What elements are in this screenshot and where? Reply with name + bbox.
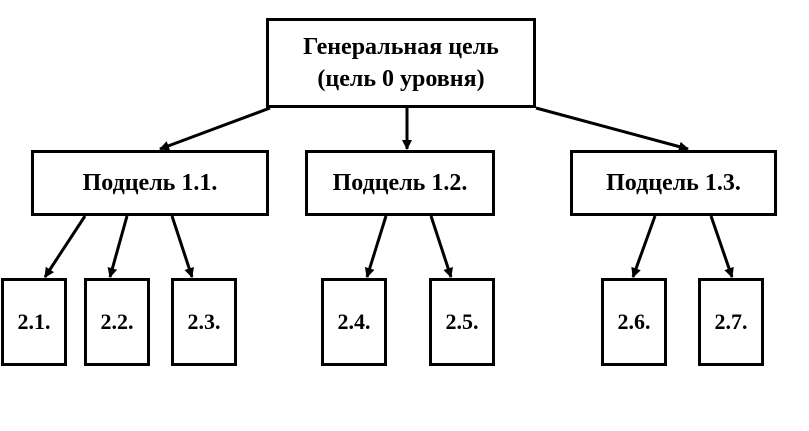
subgoal-node-1-3: Подцель 1.3. [570, 150, 777, 216]
arrow-1-3-to-2-6 [631, 215, 657, 278]
subgoal-node-1-1: Подцель 1.1. [31, 150, 269, 216]
leaf-label: 2.6. [617, 309, 651, 335]
leaf-label: 2.3. [187, 309, 221, 335]
leaf-node-2-7: 2.7. [698, 278, 764, 366]
arrow-1-1-to-2-3 [170, 215, 194, 278]
leaf-node-2-2: 2.2. [84, 278, 150, 366]
root-goal-subtitle: (цель 0 уровня) [317, 66, 485, 92]
leaf-node-2-4: 2.4. [321, 278, 387, 366]
root-goal-title: Генеральная цель [303, 33, 499, 60]
subgoal-label: Подцель 1.3. [606, 169, 741, 196]
arrow-root-to-1-1 [159, 106, 271, 151]
arrow-root-to-1-3 [535, 106, 689, 152]
arrow-1-2-to-2-4 [364, 215, 388, 278]
leaf-node-2-3: 2.3. [171, 278, 237, 366]
root-goal-node: Генеральная цель (цель 0 уровня) [266, 18, 536, 108]
arrow-1-1-to-2-1 [43, 215, 87, 278]
leaf-label: 2.1. [17, 309, 51, 335]
leaf-node-2-5: 2.5. [429, 278, 495, 366]
subgoal-label: Подцель 1.1. [82, 169, 218, 196]
leaf-node-2-1: 2.1. [1, 278, 67, 366]
arrow-1-3-to-2-7 [709, 215, 734, 278]
leaf-label: 2.4. [337, 309, 371, 335]
subgoal-node-1-2: Подцель 1.2. [305, 150, 495, 216]
arrow-1-2-to-2-5 [429, 215, 453, 278]
leaf-label: 2.2. [100, 309, 134, 335]
leaf-node-2-6: 2.6. [601, 278, 667, 366]
leaf-label: 2.5. [445, 309, 479, 335]
leaf-label: 2.7. [714, 309, 748, 335]
arrow-1-1-to-2-2 [107, 215, 129, 278]
subgoal-label: Подцель 1.2. [332, 169, 468, 196]
